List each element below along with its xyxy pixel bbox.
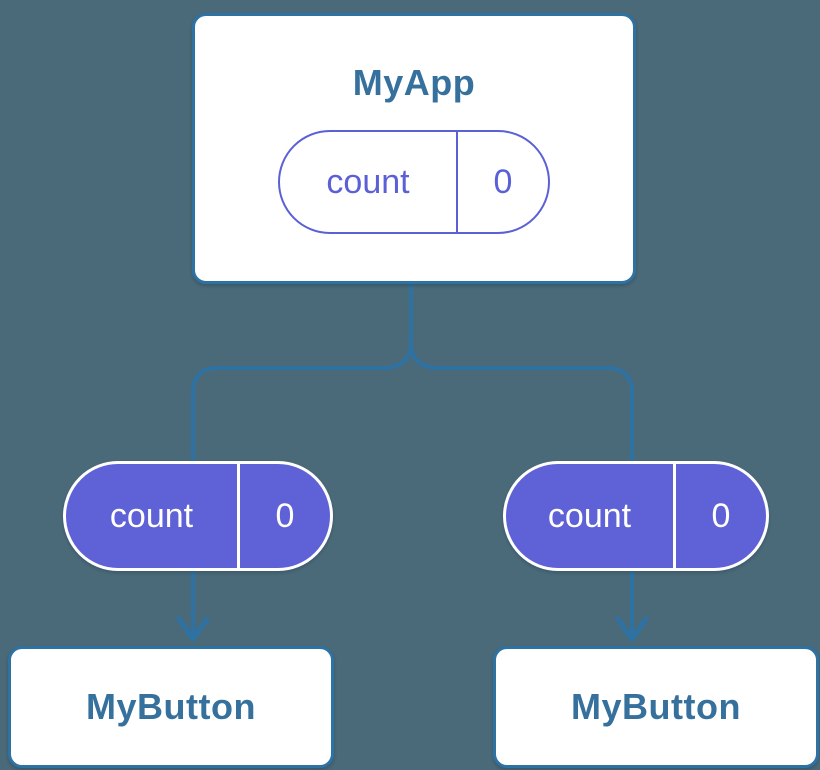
pill-divider bbox=[673, 464, 676, 568]
state-pill-myapp: count 0 bbox=[278, 130, 550, 234]
component-title-mybutton-right: MyButton bbox=[571, 686, 741, 727]
connector-branch-left bbox=[191, 344, 413, 470]
connector-branch-right bbox=[409, 344, 634, 470]
pill-divider bbox=[237, 464, 240, 568]
component-title-myapp: MyApp bbox=[352, 62, 476, 103]
component-title-mybutton-left: MyButton bbox=[86, 686, 256, 727]
state-name-label: count bbox=[326, 162, 410, 201]
prop-value-label: 0 bbox=[275, 496, 295, 535]
arrow-right-head bbox=[615, 616, 649, 642]
state-value-label: 0 bbox=[493, 162, 513, 201]
prop-name-label: count bbox=[109, 496, 194, 535]
prop-pill-right: count 0 bbox=[503, 461, 769, 571]
prop-pill-left: count 0 bbox=[63, 461, 333, 571]
prop-value-label: 0 bbox=[711, 496, 731, 535]
component-box-mybutton-left: MyButton bbox=[8, 646, 334, 768]
pill-divider bbox=[456, 132, 458, 232]
prop-name-label: count bbox=[547, 496, 632, 535]
component-box-mybutton-right: MyButton bbox=[493, 646, 819, 768]
arrow-left-head bbox=[176, 616, 210, 642]
